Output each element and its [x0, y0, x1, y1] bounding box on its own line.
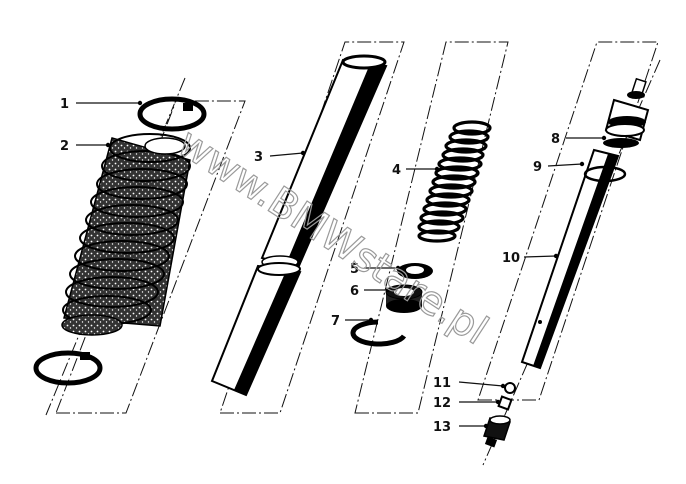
- leader-dots: [105, 100, 607, 429]
- clamp-ring-top: [137, 96, 207, 132]
- panel-damper: [477, 41, 659, 401]
- part-label-2: 2: [60, 139, 69, 154]
- small-spring: [497, 395, 513, 411]
- part-label-10: 10: [502, 251, 520, 266]
- part-label-4: 4: [392, 163, 401, 178]
- part-label-3: 3: [254, 150, 263, 165]
- circlip: [350, 319, 407, 347]
- part-label-8: 8: [551, 132, 560, 147]
- rubber-bellows: [61, 133, 191, 336]
- rod-ring: [583, 165, 627, 183]
- valve-screw: [483, 415, 511, 448]
- clamp-ring-bottom: [33, 350, 103, 386]
- part-label-6: 6: [350, 284, 359, 299]
- damper-rod-assembly: [520, 77, 650, 370]
- ball: [504, 382, 516, 394]
- part-label-11: 11: [433, 376, 451, 391]
- part-label-13: 13: [433, 420, 451, 435]
- oil-seal: [397, 263, 433, 279]
- guide-bushing: [385, 284, 423, 313]
- part-label-7: 7: [331, 314, 340, 329]
- outer-fork-tube: [210, 54, 388, 397]
- part-label-1: 1: [60, 97, 69, 112]
- coil-spring: [417, 120, 492, 243]
- part-label-9: 9: [533, 160, 542, 175]
- panel-spring: [354, 41, 509, 414]
- part-label-12: 12: [433, 396, 451, 411]
- leader-lines: [76, 102, 604, 427]
- part-label-5: 5: [350, 262, 359, 277]
